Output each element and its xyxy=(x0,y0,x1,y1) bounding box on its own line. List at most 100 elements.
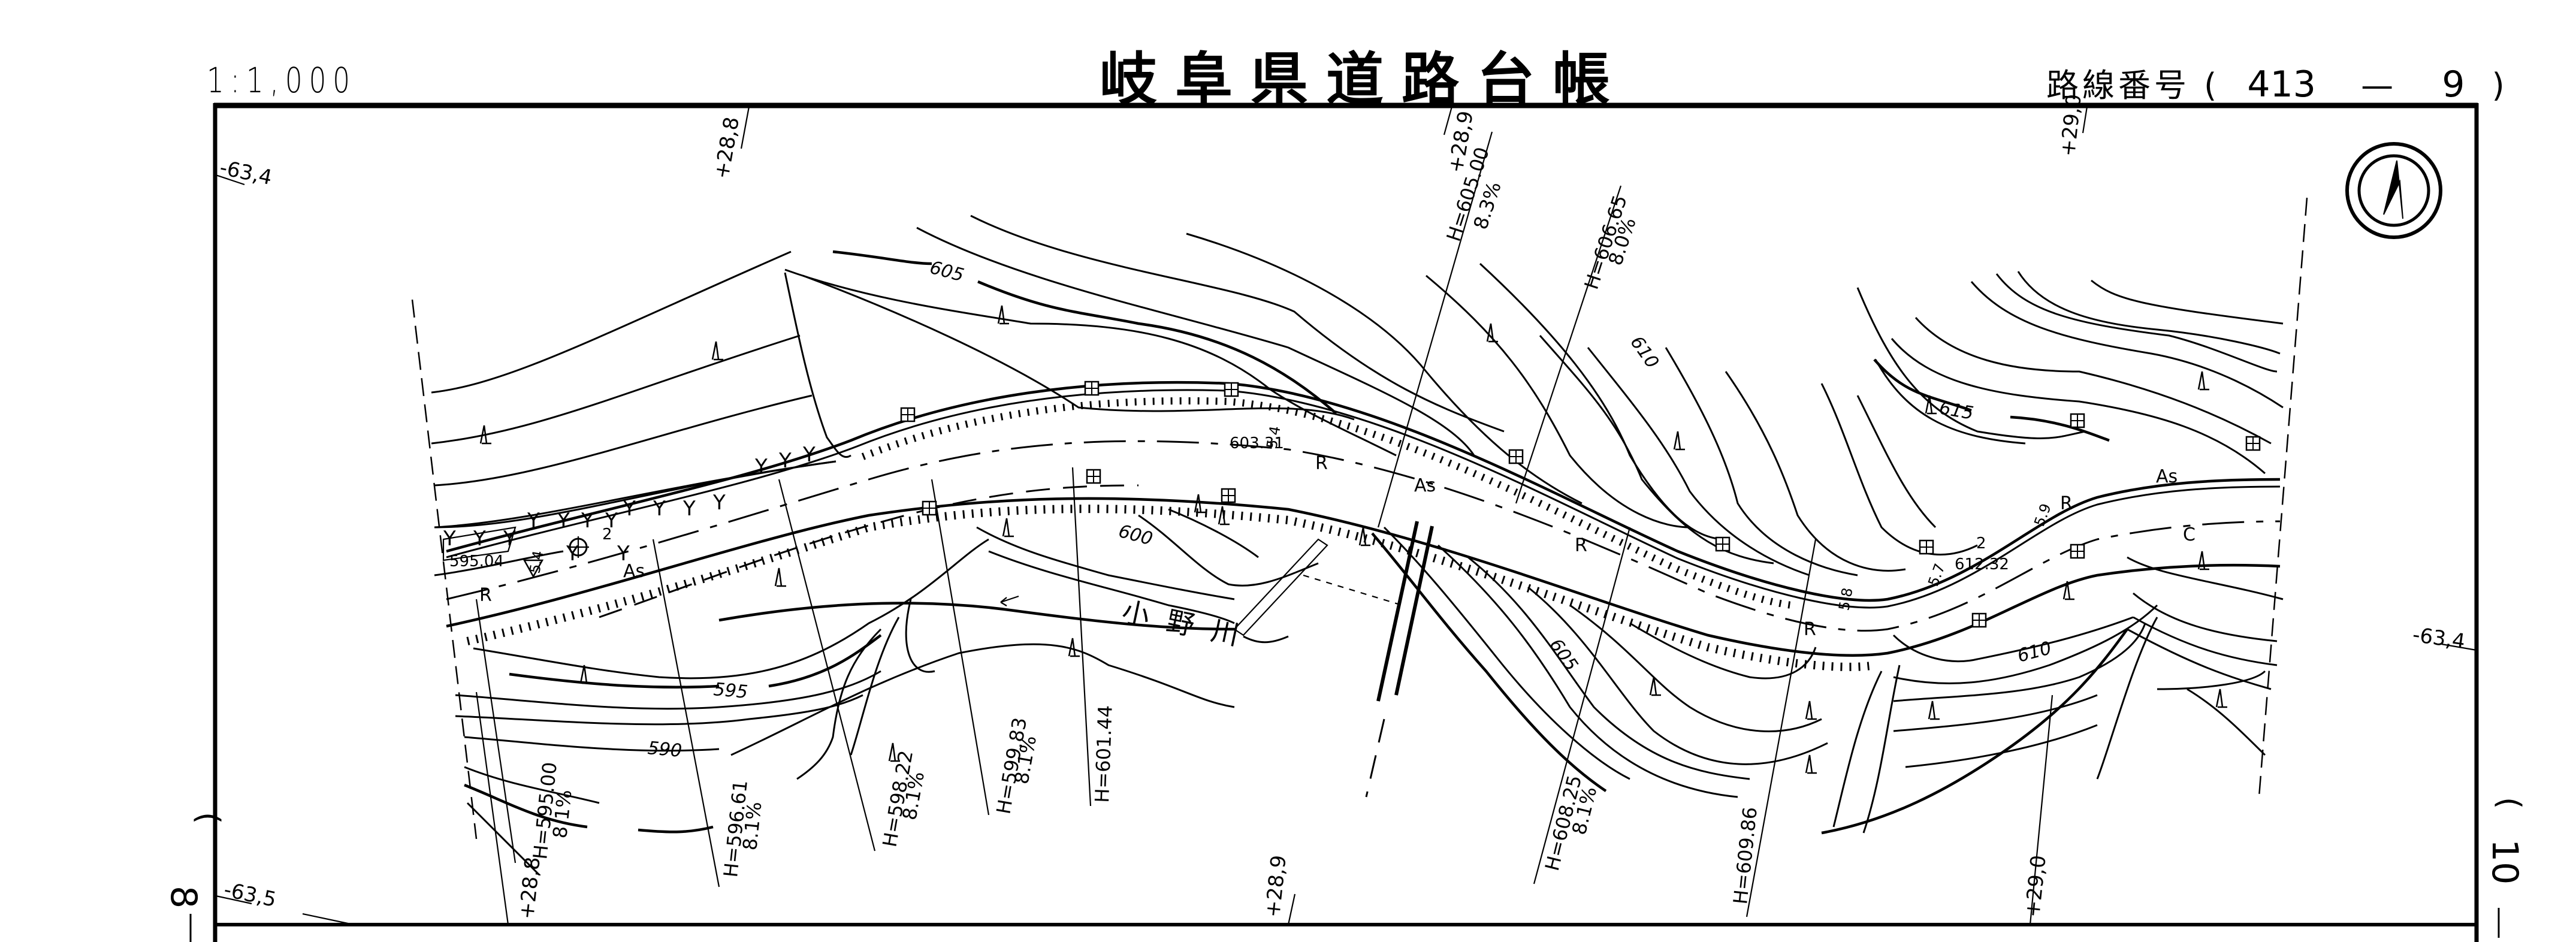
route-main-number: 413 xyxy=(2247,64,2316,105)
vegetation-icon xyxy=(1805,701,1817,720)
contour-labels: 590 595 600 605 605 610 610 615 xyxy=(647,257,2053,762)
vegetation-icon xyxy=(774,567,786,587)
road-labels: As As As R R R R R C 595.04 603.31 612.3… xyxy=(449,425,2196,640)
r-mark: R xyxy=(2060,493,2073,514)
contour-label: 605 xyxy=(1545,635,1582,675)
width-mark: 5.9 xyxy=(2031,502,2054,529)
width-mark: 5.4 xyxy=(1263,425,1284,450)
box-marker-icon xyxy=(1221,488,1236,503)
box-marker-icon xyxy=(2245,436,2261,451)
r-mark: R xyxy=(479,585,492,606)
svg-text:Y: Y xyxy=(802,443,816,467)
vegetation-icon xyxy=(1649,677,1661,696)
svg-text:Y: Y xyxy=(778,449,792,473)
vegetation-icon xyxy=(1805,754,1817,774)
box-marker-icon xyxy=(1084,381,1100,396)
vegetation-icon xyxy=(1194,494,1206,514)
vegetation-icon xyxy=(1218,506,1230,526)
coord-bottom-left: -63,5 xyxy=(222,878,278,912)
spot-elevation: 595.04 xyxy=(449,552,504,570)
route-number-label: 路線番号 xyxy=(2046,67,2190,104)
svg-text:Y: Y xyxy=(682,497,696,521)
route-number: 路線番号 ( 413 — 9 ) xyxy=(2046,59,2508,106)
map-title: 岐阜県道路台帳 xyxy=(1100,46,1628,113)
ridge-line xyxy=(784,272,851,458)
vegetation-icon xyxy=(997,305,1009,325)
road xyxy=(446,381,2281,671)
map-frame xyxy=(213,102,2479,942)
box-marker-icon xyxy=(1715,536,1731,552)
vegetation-symbols xyxy=(479,305,2227,774)
marker-symbols xyxy=(900,381,2261,628)
r-mark: R xyxy=(1575,535,1587,556)
profile-h: H=609.86 xyxy=(1729,806,1762,905)
coord-top-1: +28,8 xyxy=(709,115,744,181)
box-marker-icon xyxy=(1508,449,1524,464)
coordinate-labels: -63,4 -63,5 -63,4 +28,8 +28,9 +29,0 +28,… xyxy=(215,93,2477,926)
vegetation-icon xyxy=(2062,581,2074,600)
vegetation-icon xyxy=(1925,395,1937,415)
surface-label: As xyxy=(1414,475,1436,496)
svg-text:Y: Y xyxy=(581,509,594,533)
contour-label: 590 xyxy=(647,738,682,762)
contours-north xyxy=(431,215,2284,576)
box-marker-icon xyxy=(1971,612,1987,628)
width-mark: 5.7 xyxy=(1925,561,1948,588)
surface-label: As xyxy=(2156,466,2178,487)
box-marker-icon xyxy=(1224,382,1239,397)
scale-label: 1:1,000 xyxy=(207,60,357,101)
box-marker-icon xyxy=(922,500,937,516)
vegetation-icon xyxy=(711,341,723,361)
vegetation-icon xyxy=(1358,527,1370,547)
box-marker-icon xyxy=(2070,544,2085,559)
route-separator: — xyxy=(2361,67,2397,104)
profile-labels: H=595.00 8.1% H=596.61 8.1% H=598.22 8.1… xyxy=(529,144,1762,905)
svg-text:Y: Y xyxy=(605,509,618,533)
coord-top-left: -63,4 xyxy=(218,156,274,190)
contours-south xyxy=(455,508,2284,876)
svg-text:Y: Y xyxy=(617,542,630,566)
vegetation-icon xyxy=(1068,638,1080,657)
width-mark: 5.4 xyxy=(526,550,546,575)
profile-grade: 8.1% xyxy=(738,801,766,852)
sheet-left-paren: ( xyxy=(190,812,226,824)
vegetation-icon xyxy=(1486,323,1498,343)
vegetation-icon xyxy=(888,742,900,762)
contour-label: 600 xyxy=(1116,521,1155,550)
bridge xyxy=(1365,521,1434,798)
svg-text:Y: Y xyxy=(503,527,516,551)
box-marker-icon xyxy=(1919,539,1934,555)
vegetation-icon xyxy=(1673,431,1685,451)
vegetation-icon xyxy=(479,425,491,445)
r-mark: R xyxy=(1315,453,1328,474)
spot-elevation: 603.31 xyxy=(1230,434,1284,452)
route-sub-number: 9 xyxy=(2442,64,2465,105)
contour-label: 610 xyxy=(2015,638,2053,667)
misc-symbol: C xyxy=(2183,524,2196,545)
survey-boundaries xyxy=(411,197,2308,840)
sheet-right-number: 10 xyxy=(2484,839,2526,884)
profile-grade: 8.1% xyxy=(548,789,576,840)
river-name: 小野川 xyxy=(1119,595,1260,655)
sheet-left-number: 8 xyxy=(162,886,204,908)
svg-text:Y: Y xyxy=(527,509,540,533)
contour-label: 610 xyxy=(1626,333,1663,373)
box-marker-icon xyxy=(2070,413,2085,428)
route-close-paren: ) xyxy=(2492,67,2508,104)
vegetation-icon xyxy=(2215,689,2227,708)
contour-label: 595 xyxy=(712,679,748,703)
box-marker-icon xyxy=(900,407,916,422)
svg-text:Y: Y xyxy=(623,497,636,521)
svg-text:Y: Y xyxy=(473,527,486,551)
vegetation-icon xyxy=(1928,701,1940,720)
vegetation-icon xyxy=(2197,371,2209,391)
surface-label: As xyxy=(623,561,645,582)
contour-label: 615 xyxy=(1938,397,1975,424)
curve-number: 2 xyxy=(1976,535,1986,552)
coord-top-3: +29,0 xyxy=(2056,93,2086,158)
coord-bottom-2: +28,9 xyxy=(1261,854,1291,919)
r-mark: R xyxy=(1804,619,1816,640)
